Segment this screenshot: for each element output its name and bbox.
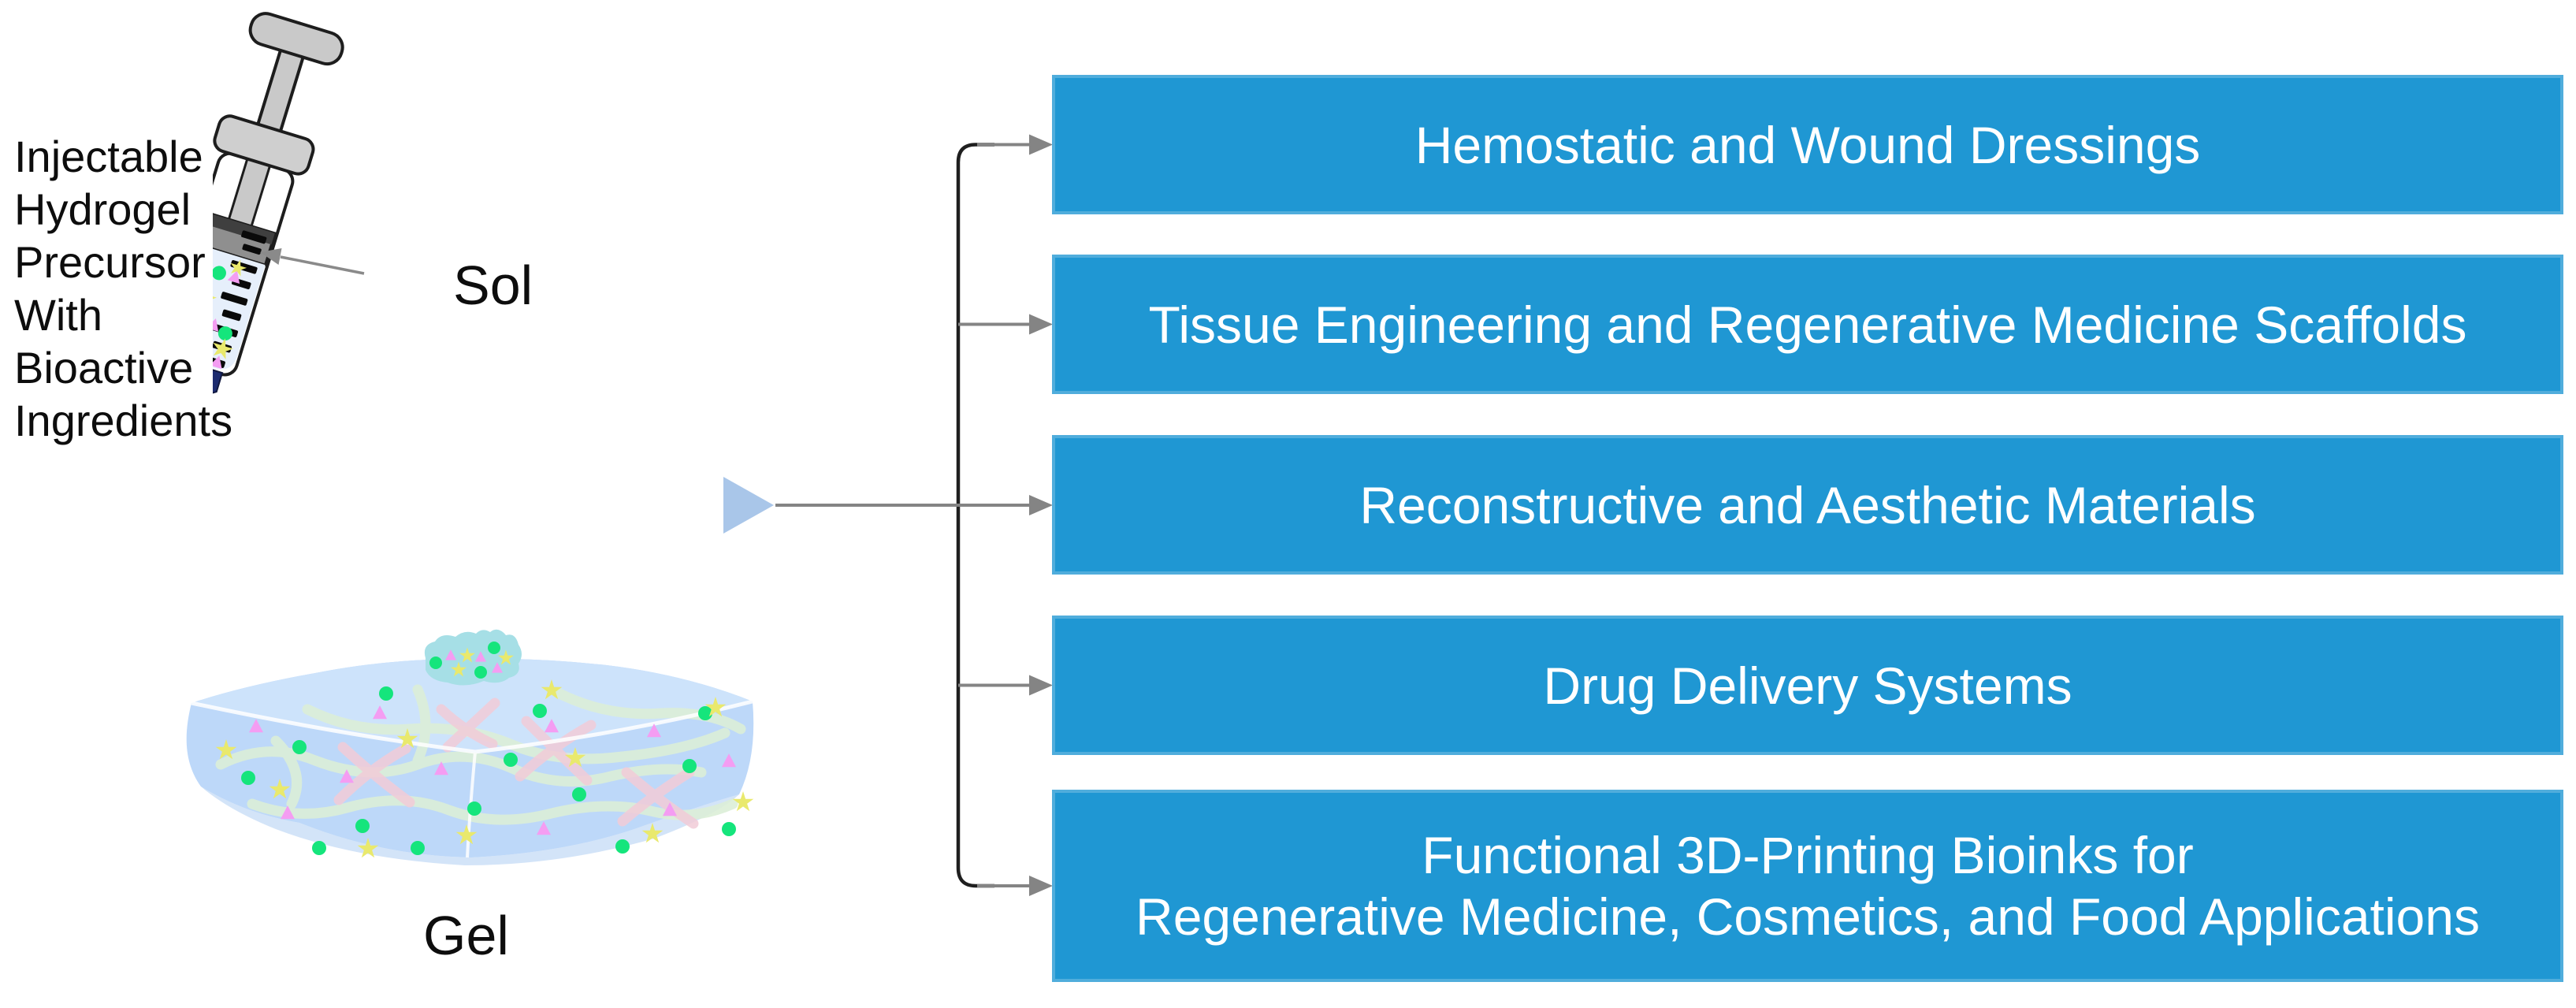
application-box-label: Tissue Engineering and Regenerative Medi…: [1148, 295, 2467, 354]
precursor-label-line: Precursor: [14, 237, 206, 287]
branch-arrows: [775, 134, 1053, 896]
application-box-1: Hemostatic and Wound Dressings: [1052, 75, 2563, 214]
application-box-4: Drug Delivery Systems: [1052, 616, 2563, 755]
application-box-5: Functional 3D-Printing Bioinks for Regen…: [1052, 790, 2563, 982]
gel-bottom-shade: [201, 787, 739, 865]
trunk-line: [956, 143, 994, 888]
plunger-thumb-pad: [248, 12, 344, 66]
application-box-3: Reconstructive and Aesthetic Materials: [1052, 435, 2563, 575]
barrel-particles: [213, 247, 249, 371]
application-box-2: Tissue Engineering and Regenerative Medi…: [1052, 255, 2563, 394]
sol-label: Sol: [453, 255, 533, 316]
finger-flange: [213, 114, 315, 176]
application-box-label: Reconstructive and Aesthetic Materials: [1359, 475, 2256, 534]
branch-arrow-1: [977, 134, 1053, 155]
flow-triangle-icon: [723, 477, 774, 534]
branch-arrow-2: [958, 314, 1053, 335]
needle-hub: [213, 356, 224, 437]
polymer-strands: [215, 684, 746, 829]
application-box-label: Hemostatic and Wound Dressings: [1414, 115, 2201, 174]
application-box-label: Functional 3D-Printing Bioinks for: [1422, 826, 2194, 884]
gel-label: Gel: [423, 905, 509, 966]
branch-arrow-4: [958, 675, 1053, 696]
precursor-label-line: Hydrogel: [14, 184, 191, 234]
branch-arrow-5: [977, 876, 1053, 896]
precursor-label-line: Ingredients: [14, 396, 233, 445]
precursor-label-line: Injectable: [14, 132, 203, 181]
gel-icon: [186, 629, 754, 865]
precursor-label: Injectable Hydrogel Precursor With Bioac…: [14, 130, 232, 447]
precursor-label-line: With: [14, 290, 102, 340]
gel-particles: [215, 642, 754, 858]
branch-arrow-3: [775, 495, 1053, 515]
syringe-icon: [213, 12, 344, 437]
precursor-label-line: Bioactive: [14, 343, 194, 392]
application-box-label: Drug Delivery Systems: [1543, 656, 2072, 715]
application-box-label: Regenerative Medicine, Cosmetics, and Fo…: [1136, 887, 2480, 946]
